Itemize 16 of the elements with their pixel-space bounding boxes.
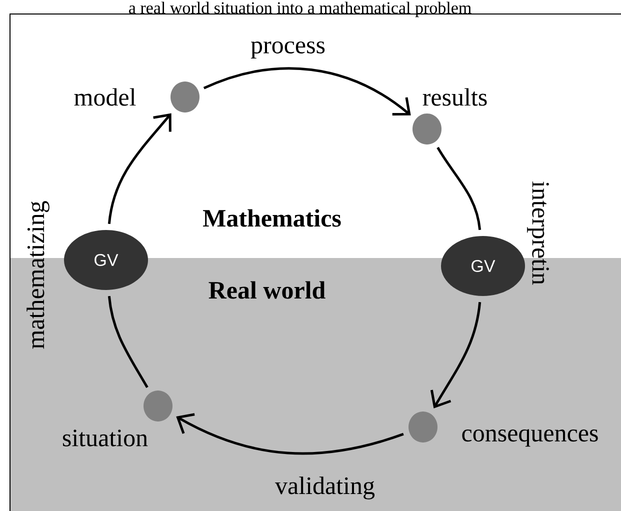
- edge-label: mathematizing: [26, 201, 50, 349]
- ellipse-node: GV: [441, 236, 525, 296]
- node-label: results: [422, 88, 487, 106]
- edge-label: process: [250, 41, 325, 59]
- node-label: situation: [62, 430, 148, 446]
- arrow: [430, 302, 482, 408]
- region-label: Mathematics: [203, 209, 341, 227]
- region-label: Real world: [208, 281, 326, 299]
- edge-label: validating: [275, 476, 375, 500]
- edge-label: interpretin: [527, 181, 549, 285]
- arrow: [203, 67, 411, 116]
- arrow: [108, 113, 172, 224]
- ellipse-node: GV: [64, 230, 148, 290]
- node-label: model: [74, 88, 136, 106]
- arrow: [176, 413, 404, 455]
- node-label: consequences: [462, 429, 598, 447]
